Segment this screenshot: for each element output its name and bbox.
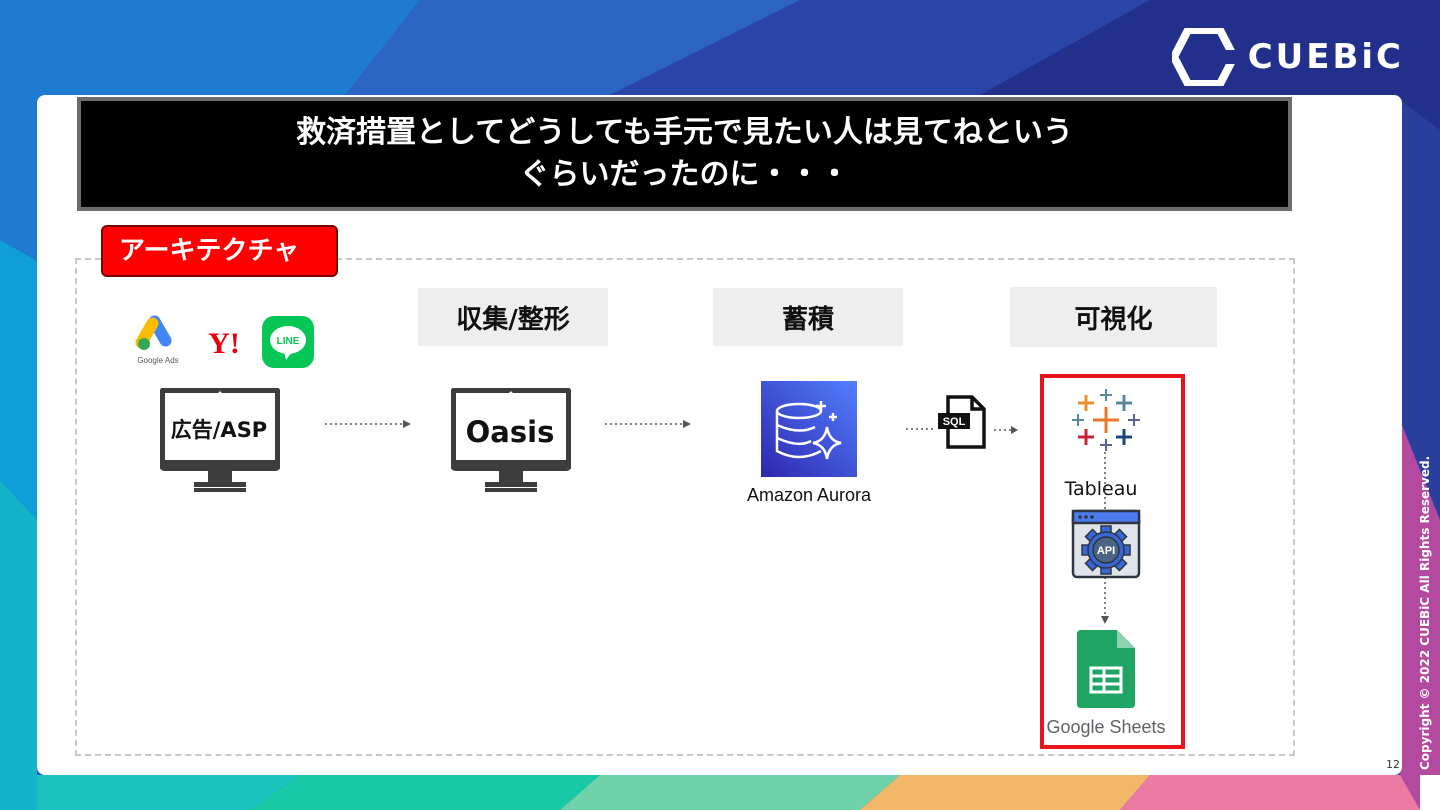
svg-text:SQL: SQL [943,416,966,428]
flow-arrow [325,420,411,428]
banner-line-2: ぐらいだったのに・・・ [519,157,850,192]
flow-connector [906,428,936,430]
banner-line-1: 救済措置としてどうしても手元で見たい人は見てねという [296,115,1073,150]
stage-store: 蓄積 [713,288,903,346]
svg-text:Google Ads: Google Ads [137,356,178,365]
monitor-icon [451,388,571,492]
stage-collect: 収集/整形 [418,288,608,346]
cuebic-hexagon-icon [1171,28,1236,86]
sheets-google-word: Google [1046,717,1105,737]
visualization-highlight-box [1040,374,1185,749]
sheets-product-word: Sheets [1109,717,1166,737]
node-bi-label: Tableau [1064,478,1138,500]
node-source-label: 広告/ASP [170,418,268,442]
flow-arrow [994,426,1018,434]
node-etl-label: Oasis [465,415,555,449]
api-gear-icon: API [1071,509,1141,579]
google-ads-icon: Google Ads [135,315,179,365]
svg-text:Y!: Y! [208,327,240,359]
yahoo-icon: Y! [208,327,240,359]
architecture-frame [75,258,1295,756]
monitor-icon [160,388,280,492]
amazon-aurora-icon [761,381,857,477]
title-banner: 救済措置としてどうしても手元で見たい人は見てねという ぐらいだったのに・・・ [77,97,1292,211]
flow-arrow [605,420,691,428]
flow-arrow-vertical [1101,452,1109,624]
page-number: 12 [1386,758,1400,771]
svg-text:LINE: LINE [277,336,300,347]
section-badge: アーキテクチャ [101,225,338,277]
google-sheets-icon [1077,630,1135,708]
copyright-text: Copyright © 2022 CUEBiC All Rights Reser… [1418,455,1432,770]
brand-logo: CUEBiC [1171,28,1404,86]
tableau-icon [1072,389,1140,451]
node-sheets-label: Google Sheets [1044,717,1168,738]
stage-visualize: 可視化 [1010,287,1217,347]
sql-file-icon: SQL [938,395,986,449]
brand-name: CUEBiC [1247,37,1404,77]
line-icon: LINE [262,316,314,368]
corner-strip [1420,775,1440,810]
node-db-label: Amazon Aurora [746,485,872,505]
svg-text:API: API [1097,545,1115,557]
